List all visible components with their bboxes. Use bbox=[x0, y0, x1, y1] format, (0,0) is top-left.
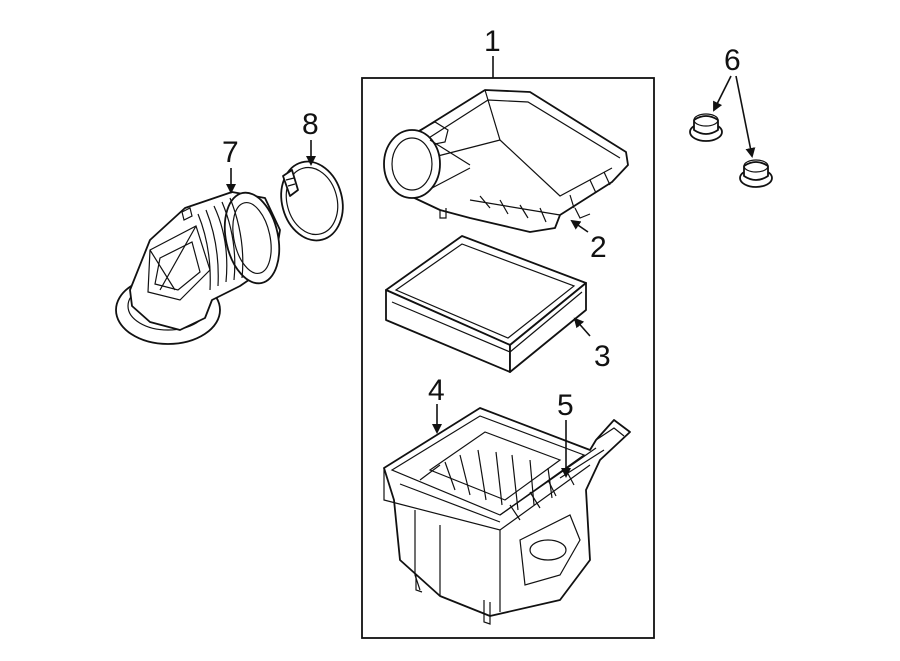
air-cleaner-cover-icon bbox=[383, 89, 629, 233]
air-filter-element-icon bbox=[385, 235, 587, 373]
grommet-icon bbox=[689, 113, 773, 188]
callout-6-arrow-a bbox=[713, 75, 732, 112]
callout-6-arrow-b bbox=[735, 75, 756, 158]
callout-1-label: 1 bbox=[484, 25, 501, 58]
callout-5-label: 5 bbox=[557, 389, 574, 422]
callout-3-label: 3 bbox=[594, 340, 611, 373]
callout-2-label: 2 bbox=[590, 231, 607, 264]
callout-4-label: 4 bbox=[428, 374, 445, 407]
callout-2-arrow bbox=[570, 219, 589, 233]
callout-7-label: 7 bbox=[222, 136, 239, 169]
clamp-icon bbox=[280, 160, 344, 242]
callout-3-arrow bbox=[573, 317, 591, 337]
air-cleaner-housing-icon bbox=[383, 407, 631, 625]
callout-8-label: 8 bbox=[302, 108, 319, 141]
assembly-frame bbox=[361, 77, 655, 639]
inlet-duct-icon bbox=[115, 191, 281, 345]
callout-6-label: 6 bbox=[724, 44, 741, 77]
